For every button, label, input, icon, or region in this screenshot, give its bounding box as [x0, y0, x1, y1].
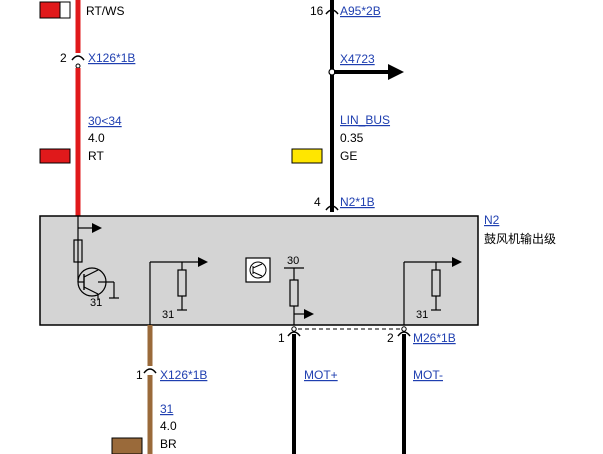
connector-link-n2[interactable]: N2*1B — [340, 195, 375, 209]
pin-number: 1 — [136, 368, 143, 382]
module-box[interactable] — [39, 215, 479, 326]
wire-mot-plus: 1 MOT+ — [278, 326, 338, 454]
pin-number: 16 — [310, 4, 324, 18]
wire-bottom-left: 1 X126*1B 31 4.0 BR — [111, 325, 207, 454]
signal-link-mot-plus[interactable]: MOT+ — [304, 368, 338, 382]
arrow-right-icon — [304, 309, 314, 319]
wire-mot-minus: 2 M26*1B MOT- — [387, 326, 456, 454]
arrow-left-icon — [198, 257, 208, 267]
ground-label: 31 — [416, 309, 428, 321]
connector-pin-icon — [71, 55, 85, 61]
wire-left-top: RT/WS 2 X126*1B 30<34 4.0 RT — [39, 0, 135, 216]
wire-size: 0.35 — [340, 131, 364, 145]
pin-number: 2 — [60, 51, 67, 65]
arrow-right-icon — [388, 64, 404, 80]
pin-number: 4 — [314, 195, 321, 209]
connector-link-x4723[interactable]: X4723 — [340, 52, 375, 66]
color-swatch-rt-ws-red — [39, 1, 61, 19]
connector-pin-icon — [143, 368, 157, 374]
connector-pin-dot — [401, 326, 407, 332]
connector-pin-dot — [291, 326, 297, 332]
connector-link-m26[interactable]: M26*1B — [413, 331, 456, 345]
internal-circuit-mid: 31 — [149, 257, 208, 325]
connector-link-a95[interactable]: A95*2B — [340, 4, 381, 18]
ground-label: 31 — [162, 309, 174, 321]
color-swatch-ge — [291, 148, 323, 164]
connector-pin-icon — [325, 9, 339, 15]
wire-size: 4.0 — [160, 419, 177, 433]
wire-color-label: RT — [88, 149, 104, 163]
module-id-link[interactable]: N2 — [484, 213, 500, 227]
wire-right-lin: 16 A95*2B X4723 LIN_BUS 0.35 GE 4 N2*1B — [291, 0, 404, 212]
internal-circuit-right: 31 — [403, 257, 462, 325]
arrow-right-icon — [92, 223, 102, 233]
connector-pin-icon — [287, 331, 301, 337]
signal-link-mot-minus[interactable]: MOT- — [413, 368, 443, 382]
pin-number: 2 — [387, 331, 394, 345]
signal-link-30-34[interactable]: 30<34 — [88, 114, 122, 128]
color-swatch-rt — [39, 148, 71, 164]
color-swatch-br — [111, 437, 143, 454]
module-n2: N2 鼓风机输出级 31 — [39, 213, 556, 330]
internal-circuit-left: 31 — [73, 216, 119, 309]
connector-pin-icon — [397, 331, 411, 337]
module-name: 鼓风机输出级 — [484, 231, 556, 246]
controller-symbol — [245, 257, 271, 283]
arrow-left-icon — [452, 257, 462, 267]
connector-link-x126-bottom[interactable]: X126*1B — [160, 368, 207, 382]
wire-color-label: BR — [160, 437, 177, 451]
pin-number: 1 — [278, 331, 285, 345]
color-swatch-rt-ws-white — [59, 1, 71, 19]
signal-link-lin-bus[interactable]: LIN_BUS — [340, 113, 390, 127]
connector-link-x126-top[interactable]: X126*1B — [88, 51, 135, 65]
ground-label: 31 — [90, 297, 102, 309]
wire-size: 4.0 — [88, 131, 105, 145]
internal-circuit-supply: 30 — [284, 255, 314, 325]
wire-color-label: GE — [340, 149, 357, 163]
supply-label: 30 — [287, 255, 299, 267]
connector-pin-dot — [75, 63, 81, 69]
connector-pin-icon — [325, 205, 339, 211]
wire-color-label: RT/WS — [86, 4, 124, 18]
signal-link-31[interactable]: 31 — [160, 402, 174, 416]
